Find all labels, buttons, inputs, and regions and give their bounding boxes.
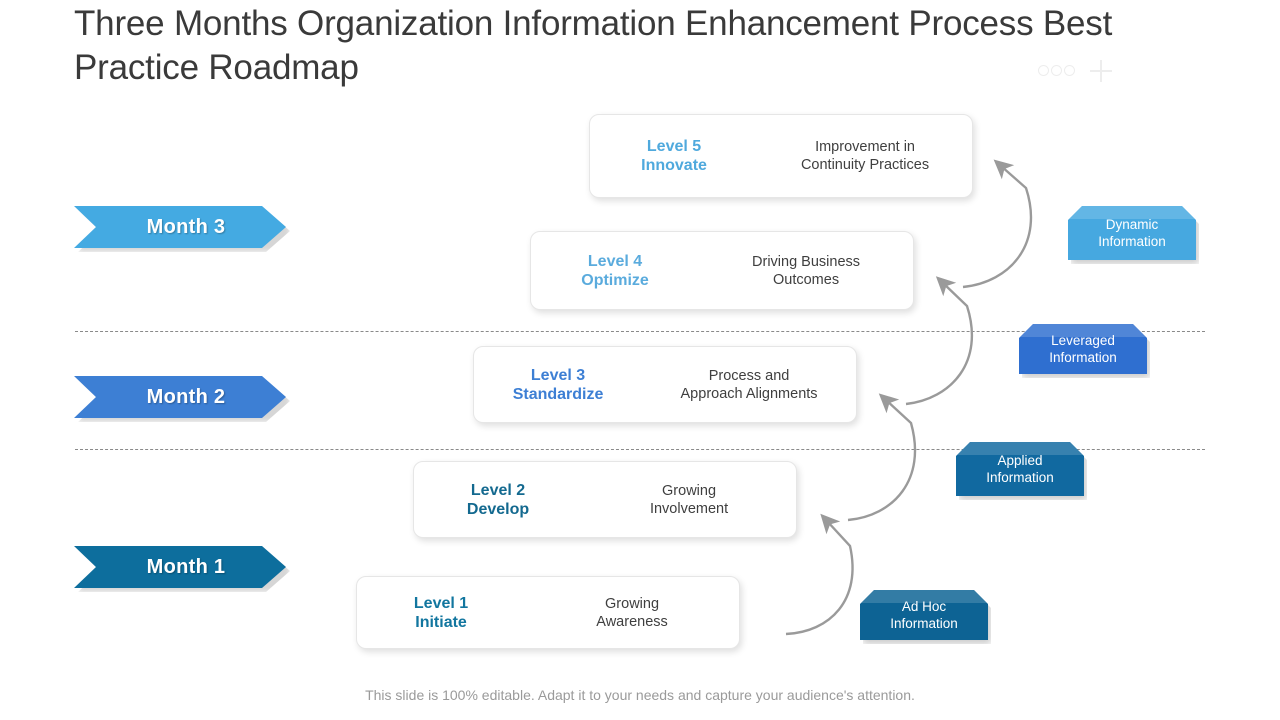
- description-line-1: Growing: [662, 482, 717, 499]
- description-line-2: Continuity Practices: [800, 157, 930, 173]
- level-stage: Initiate: [415, 613, 467, 631]
- month-banner-label: Month 2: [146, 385, 226, 408]
- header-icon-group: [1038, 60, 1138, 88]
- dot-1: [1038, 65, 1049, 76]
- tag-line-1: Leveraged: [1051, 333, 1115, 348]
- add-icon[interactable]: [1090, 60, 1112, 82]
- tag-line-1: Dynamic: [1105, 217, 1159, 232]
- tag-line-2: Information: [890, 616, 958, 631]
- description-line-2: Approach Alignments: [680, 385, 818, 402]
- description-line-2: Awareness: [596, 613, 668, 630]
- tag-line-2: Information: [1049, 350, 1117, 365]
- tag-line-2: Information: [1098, 234, 1166, 249]
- level-stage: Develop: [466, 500, 530, 518]
- editable-note: This slide is 100% editable. Adapt it to…: [365, 687, 915, 703]
- description-line-1: Improvement in: [815, 139, 915, 155]
- level-number: Level 5: [646, 138, 702, 155]
- level-card-title: Level 5 Innovate: [590, 137, 758, 175]
- tag-line-1: Applied: [997, 453, 1043, 468]
- level-stage: Optimize: [581, 271, 649, 289]
- level-number: Level 4: [587, 252, 643, 270]
- description-line-1: Process and: [708, 367, 790, 384]
- level-card-description: Improvement in Continuity Practices: [758, 138, 972, 174]
- month-banner-1[interactable]: Month 1: [74, 546, 286, 588]
- dot-3: [1064, 65, 1075, 76]
- dot-2: [1051, 65, 1062, 76]
- description-line-1: Driving Business: [752, 253, 861, 270]
- page-title: Three Months Organization Information En…: [74, 4, 1113, 87]
- level-card-level-5[interactable]: Level 5 Innovate Improvement in Continuity …: [589, 114, 973, 198]
- description-line-1: Growing: [605, 595, 660, 612]
- arrow-level2-to-level3: [847, 393, 917, 522]
- arrow-level1-to-level2: [785, 513, 854, 636]
- section-divider-upper: [75, 331, 1205, 332]
- level-stage: Standardize: [512, 385, 604, 403]
- level-stage: Innovate: [641, 157, 707, 174]
- level-number: Level 3: [530, 366, 586, 384]
- arrow-level3-to-level4: [905, 276, 973, 406]
- arrow-level4-to-level5: [962, 159, 1033, 289]
- month-banner-3[interactable]: Month 3: [74, 206, 286, 248]
- description-line-2: Involvement: [649, 500, 729, 517]
- section-divider-lower: [75, 449, 1205, 450]
- month-banner-label: Month 1: [146, 555, 226, 578]
- description-line-2: Outcomes: [772, 271, 840, 288]
- more-options-icon[interactable]: [1038, 65, 1075, 76]
- tag-line-1: Ad Hoc: [901, 599, 947, 614]
- level-number: Level 1: [413, 594, 469, 612]
- month-banner-2[interactable]: Month 2: [74, 376, 286, 418]
- month-banner-label: Month 3: [146, 215, 226, 238]
- tag-line-2: Information: [986, 470, 1054, 485]
- level-number: Level 2: [470, 481, 526, 499]
